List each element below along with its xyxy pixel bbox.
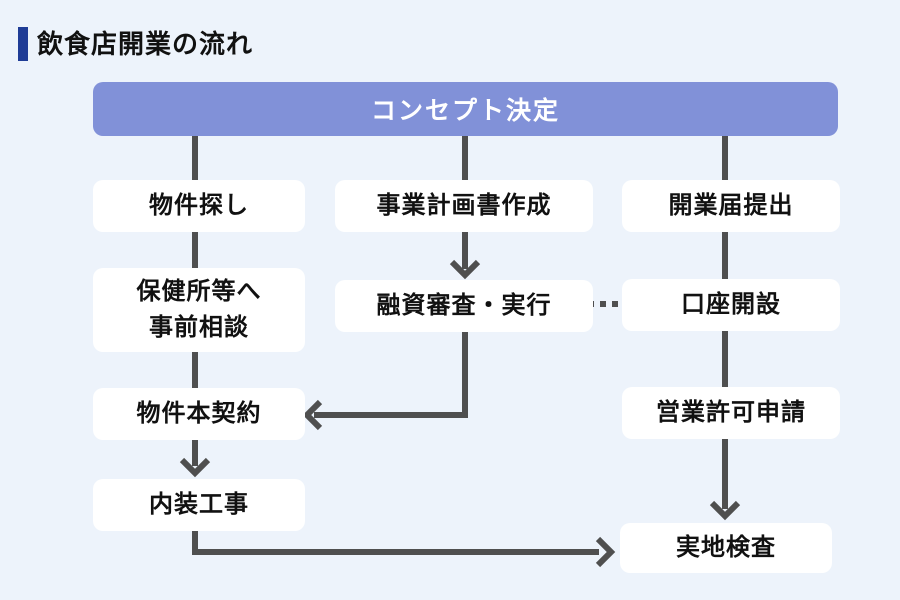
node-business-plan-label: 事業計画書作成 [376, 192, 552, 219]
arrow-loan-to-contract-shaft [314, 332, 468, 418]
arrow-loan-to-contract-head-icon [302, 399, 323, 431]
page-title: 飲食店開業の流れ [37, 29, 254, 59]
node-business-permit-application: 営業許可申請 [622, 387, 840, 439]
arrow-interior-to-inspection-head-icon [595, 536, 616, 568]
arrow-contract-to-interior-head-icon [179, 457, 211, 478]
node-bank-account: 口座開設 [622, 279, 840, 331]
title-accent-bar-icon [18, 27, 28, 61]
node-interior-construction: 内装工事 [93, 479, 305, 531]
node-business-plan: 事業計画書作成 [335, 180, 593, 232]
arrow-permit-to-inspection-head-icon [709, 500, 741, 521]
node-onsite-inspection: 実地検査 [620, 523, 832, 573]
node-health-center-consultation-label: 保健所等へ 事前相談 [136, 278, 262, 341]
node-property-search: 物件探し [93, 180, 305, 232]
node-loan-screening: 融資審査・実行 [335, 280, 593, 332]
node-property-contract-label: 物件本契約 [136, 400, 262, 427]
arrow-interior-to-inspection-shaft [192, 531, 599, 555]
node-interior-construction-label: 内装工事 [149, 491, 249, 518]
node-property-search-label: 物件探し [149, 192, 249, 219]
node-onsite-inspection-label: 実地検査 [676, 534, 776, 561]
node-opening-notification-label: 開業届提出 [668, 192, 794, 219]
node-loan-screening-label: 融資審査・実行 [376, 292, 552, 319]
dotted-link-dot-icon [612, 301, 618, 307]
node-concept-decision: コンセプト決定 [93, 82, 838, 136]
page-title-row: 飲食店開業の流れ [18, 27, 253, 61]
node-opening-notification: 開業届提出 [622, 180, 840, 232]
arrow-plan-to-loan-head-icon [449, 259, 481, 280]
node-bank-account-label: 口座開設 [681, 291, 781, 318]
node-concept-decision-label: コンセプト決定 [370, 97, 560, 125]
node-health-center-consultation: 保健所等へ 事前相談 [93, 268, 305, 352]
dotted-link-dot-icon [600, 301, 606, 307]
node-property-contract: 物件本契約 [93, 388, 305, 440]
node-business-permit-application-label: 営業許可申請 [656, 399, 806, 426]
